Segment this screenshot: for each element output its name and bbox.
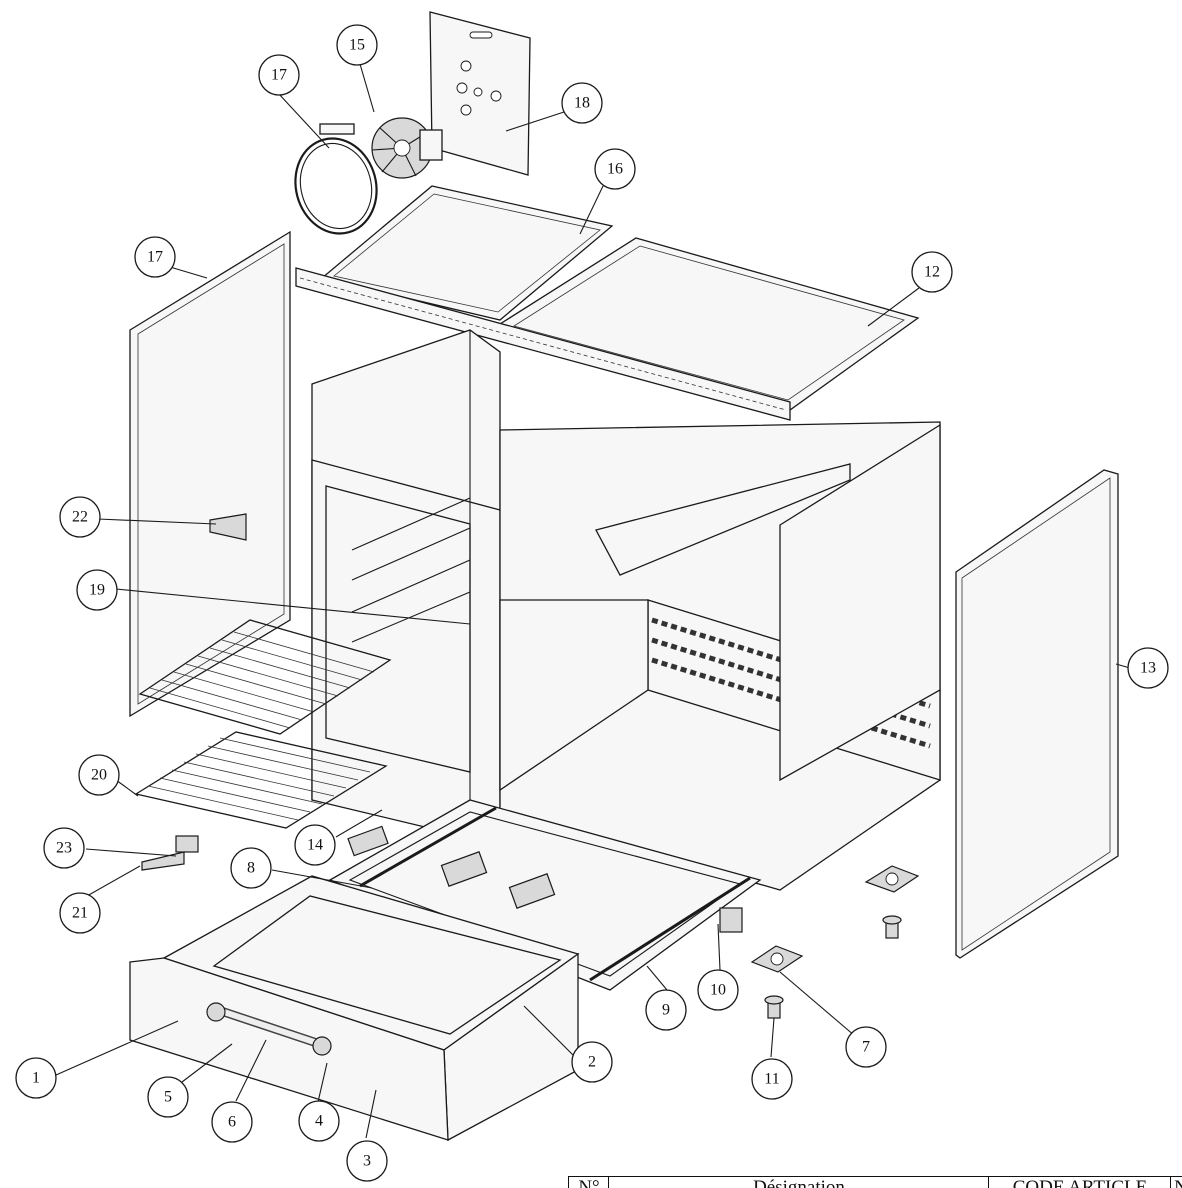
left-side-panel-part: [129, 230, 291, 718]
callout-17: 17: [134, 236, 176, 278]
parts-table-header: N° Désignation CODE ARTICLE N: [568, 1176, 1182, 1188]
callout-label: 7: [862, 1039, 870, 1056]
callout-bubble: [134, 236, 176, 278]
callout-bubble: [751, 1058, 793, 1100]
callout-4: 4: [298, 1100, 340, 1142]
back-plate-part: [429, 11, 531, 176]
callout-bubble: [147, 1076, 189, 1118]
callout-label: 19: [89, 582, 105, 599]
callout-1: 1: [15, 1057, 57, 1099]
callout-label: 17: [147, 249, 163, 266]
parts-table-header-extra: N: [1170, 1177, 1182, 1188]
front-perforated-rail-part: [295, 267, 791, 421]
callout-23: 23: [43, 827, 85, 869]
lower-wire-rack-part: [134, 731, 388, 829]
drawer-part: [129, 875, 580, 1142]
callout-7: 7: [845, 1026, 887, 1068]
callout-label: 9: [662, 1002, 670, 1019]
callout-bubble: [43, 827, 85, 869]
callout-9: 9: [645, 989, 687, 1031]
callout-label: 10: [710, 982, 726, 999]
callout-label: 5: [164, 1089, 172, 1106]
callout-bubble: [594, 148, 636, 190]
callout-label: 20: [91, 767, 107, 784]
callout-10: 10: [697, 969, 739, 1011]
callout-bubble: [78, 754, 120, 796]
ring-heating-element-part: [294, 123, 378, 235]
callout-label: 4: [315, 1113, 323, 1130]
callout-bubble: [561, 82, 603, 124]
callout-bubble: [298, 1100, 340, 1142]
callout-label: 17: [271, 67, 287, 84]
callout-2: 2: [571, 1041, 613, 1083]
callout-bubble: [59, 496, 101, 538]
callout-bubble: [697, 969, 739, 1011]
callout-13: 13: [1127, 647, 1169, 689]
callout-18: 18: [561, 82, 603, 124]
callout-19: 19: [76, 569, 118, 611]
callout-label: 11: [764, 1071, 779, 1088]
drawer-handle-part: [206, 1002, 332, 1056]
callout-label: 3: [363, 1153, 371, 1170]
callout-11: 11: [751, 1058, 793, 1100]
callout-bubble: [845, 1026, 887, 1068]
convection-fan-part: [371, 117, 443, 179]
callout-15: 15: [336, 24, 378, 66]
callout-3: 3: [346, 1140, 388, 1182]
callout-bubble: [76, 569, 118, 611]
callout-label: 2: [588, 1054, 596, 1071]
callout-label: 18: [574, 95, 590, 112]
parts-table-header-designation: Désignation: [608, 1177, 989, 1188]
callout-8: 8: [230, 847, 272, 889]
callout-bubble: [1127, 647, 1169, 689]
callout-bubble: [15, 1057, 57, 1099]
callout-label: 8: [247, 860, 255, 877]
callout-bubble: [59, 892, 101, 934]
callout-label: 22: [72, 509, 88, 526]
callout-20: 20: [78, 754, 120, 796]
bottom-frame-part: [328, 799, 762, 991]
parts-table-header-code: CODE ARTICLE: [988, 1177, 1171, 1188]
top-panel-left-part: [320, 185, 614, 321]
callout-17: 17: [258, 54, 300, 96]
callout-label: 15: [349, 37, 365, 54]
callout-5: 5: [147, 1076, 189, 1118]
callout-bubble: [911, 251, 953, 293]
callout-bubble: [645, 989, 687, 1031]
parts-table-header-number: N°: [568, 1177, 609, 1188]
right-side-panel-part: [955, 469, 1119, 959]
callout-label: 23: [56, 840, 72, 857]
oven-cavity-frame-part: [311, 329, 501, 847]
callout-16: 16: [594, 148, 636, 190]
callout-label: 16: [607, 161, 623, 178]
callout-bubble: [336, 24, 378, 66]
bracket-22-part: [209, 513, 247, 541]
upper-wire-rack-part: [138, 619, 392, 735]
callout-bubble: [571, 1041, 613, 1083]
callout-bubble: [258, 54, 300, 96]
callout-21: 21: [59, 892, 101, 934]
callout-6: 6: [211, 1101, 253, 1143]
callout-12: 12: [911, 251, 953, 293]
callout-bubble: [211, 1101, 253, 1143]
callout-bubble: [346, 1140, 388, 1182]
callout-bubble: [294, 824, 336, 866]
callout-bubble: [230, 847, 272, 889]
leader-lines: [55, 63, 1131, 1139]
callout-label: 1: [32, 1070, 40, 1087]
callout-label: 21: [72, 905, 88, 922]
storage-cabinet-body-part: [499, 421, 941, 891]
callout-22: 22: [59, 496, 101, 538]
callout-label: 13: [1140, 660, 1156, 677]
foot-plate-part: [750, 865, 920, 973]
callout-label: 12: [924, 264, 940, 281]
callout-14: 14: [294, 824, 336, 866]
callout-label: 6: [228, 1114, 236, 1131]
bracket-23-part: [175, 835, 199, 853]
callout-label: 14: [307, 837, 323, 854]
